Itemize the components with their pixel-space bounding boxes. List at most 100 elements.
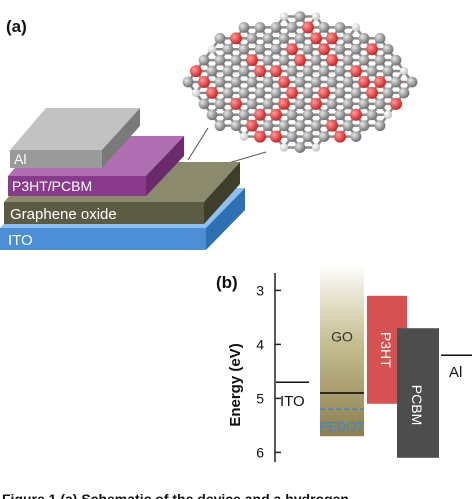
carbon-atom [270, 43, 282, 55]
carbon-atom [214, 32, 226, 44]
carbon-atom [374, 98, 386, 110]
layer-ito-label: ITO [8, 232, 33, 249]
oxygen-atom [270, 108, 282, 121]
carbon-atom [206, 65, 218, 77]
oxygen-atom [246, 119, 258, 132]
oxygen-atom [246, 54, 258, 67]
oxygen-atom [286, 86, 298, 99]
carbon-atom [318, 65, 330, 77]
carbon-atom [310, 76, 322, 88]
carbon-atom [406, 76, 418, 88]
oxygen-atom [374, 76, 386, 88]
go-level-bar [320, 263, 364, 437]
carbon-atom [342, 98, 354, 110]
carbon-atom [374, 54, 386, 66]
carbon-atom [358, 98, 370, 110]
graphene-oxide-molecule [182, 11, 418, 153]
carbon-atom [262, 54, 274, 66]
carbon-atom [230, 120, 242, 132]
carbon-atom [222, 87, 234, 99]
oxygen-atom [254, 65, 266, 78]
carbon-atom [334, 65, 346, 77]
pedot-label: PEDOT [320, 419, 365, 434]
ito-label: ITO [280, 393, 305, 410]
carbon-atom [262, 120, 274, 132]
hydrogen-atom [351, 23, 361, 32]
layer-al: Al [10, 108, 140, 168]
p3ht-label: P3HT [378, 332, 394, 368]
carbon-atom [222, 65, 234, 77]
carbon-atom [198, 54, 210, 66]
hydrogen-atom [239, 132, 249, 141]
oxygen-atom [366, 86, 378, 99]
carbon-atom [262, 98, 274, 110]
carbon-atom [222, 43, 234, 55]
carbon-atom [246, 76, 258, 88]
carbon-atom [310, 54, 322, 66]
carbon-atom [302, 131, 314, 143]
carbon-atom [254, 43, 266, 55]
hydrogen-atom [399, 66, 409, 76]
carbon-atom [390, 76, 402, 88]
carbon-atom [238, 65, 250, 77]
oxygen-atom [190, 65, 202, 78]
carbon-atom [374, 32, 386, 44]
carbon-atom [350, 87, 362, 99]
carbon-atom [334, 43, 346, 55]
oxygen-atom [270, 130, 282, 143]
carbon-atom [286, 65, 298, 77]
carbon-atom [294, 32, 306, 44]
layer-p3ht-pcbm-label: P3HT/PCBM [12, 178, 92, 194]
pcbm-level-bar [397, 328, 439, 458]
carbon-atom [294, 142, 306, 153]
carbon-atom [278, 32, 290, 44]
carbon-atom [382, 87, 394, 99]
y-tick-label: 3 [256, 282, 264, 298]
carbon-atom [238, 43, 250, 55]
oxygen-atom [390, 97, 402, 110]
carbon-atom [262, 32, 274, 44]
oxygen-atom [230, 32, 242, 45]
carbon-atom [318, 131, 330, 143]
carbon-atom [222, 109, 234, 121]
carbon-atom [238, 22, 250, 33]
carbon-atom [294, 120, 306, 132]
carbon-atom [182, 76, 194, 88]
carbon-atom [350, 131, 362, 143]
oxygen-atom [310, 97, 322, 110]
oxygen-atom [310, 32, 322, 45]
pcbm-label: PCBM [409, 385, 425, 425]
carbon-atom [358, 54, 370, 66]
carbon-atom [302, 87, 314, 99]
carbon-atom [302, 43, 314, 55]
panel-a-label: (a) [6, 17, 27, 36]
oxygen-atom [358, 76, 370, 88]
carbon-atom [334, 22, 346, 33]
carbon-atom [238, 109, 250, 121]
oxygen-atom [270, 65, 282, 78]
al-label: Al [449, 364, 462, 381]
carbon-atom [214, 54, 226, 66]
carbon-atom [326, 76, 338, 88]
y-tick-label: 6 [256, 444, 264, 460]
layer-graphene-oxide-label: Graphene oxide [10, 206, 117, 223]
layer-al-label: Al [14, 151, 26, 167]
carbon-atom [294, 98, 306, 110]
carbon-atom [246, 98, 258, 110]
oxygen-atom [230, 97, 242, 110]
oxygen-atom [326, 119, 338, 132]
figure-caption: Figure 1 (a) Schematic of the device and… [2, 491, 361, 499]
carbon-atom [326, 98, 338, 110]
carbon-atom [358, 32, 370, 44]
oxygen-atom [350, 65, 362, 78]
oxygen-atom [294, 54, 306, 67]
go-label: GO [331, 329, 353, 345]
hydrogen-atom [207, 45, 217, 54]
carbon-atom [382, 43, 394, 55]
carbon-atom [318, 109, 330, 121]
carbon-atom [230, 54, 242, 66]
carbon-atom [294, 11, 306, 22]
oxygen-atom [198, 76, 210, 88]
carbon-atom [302, 109, 314, 121]
